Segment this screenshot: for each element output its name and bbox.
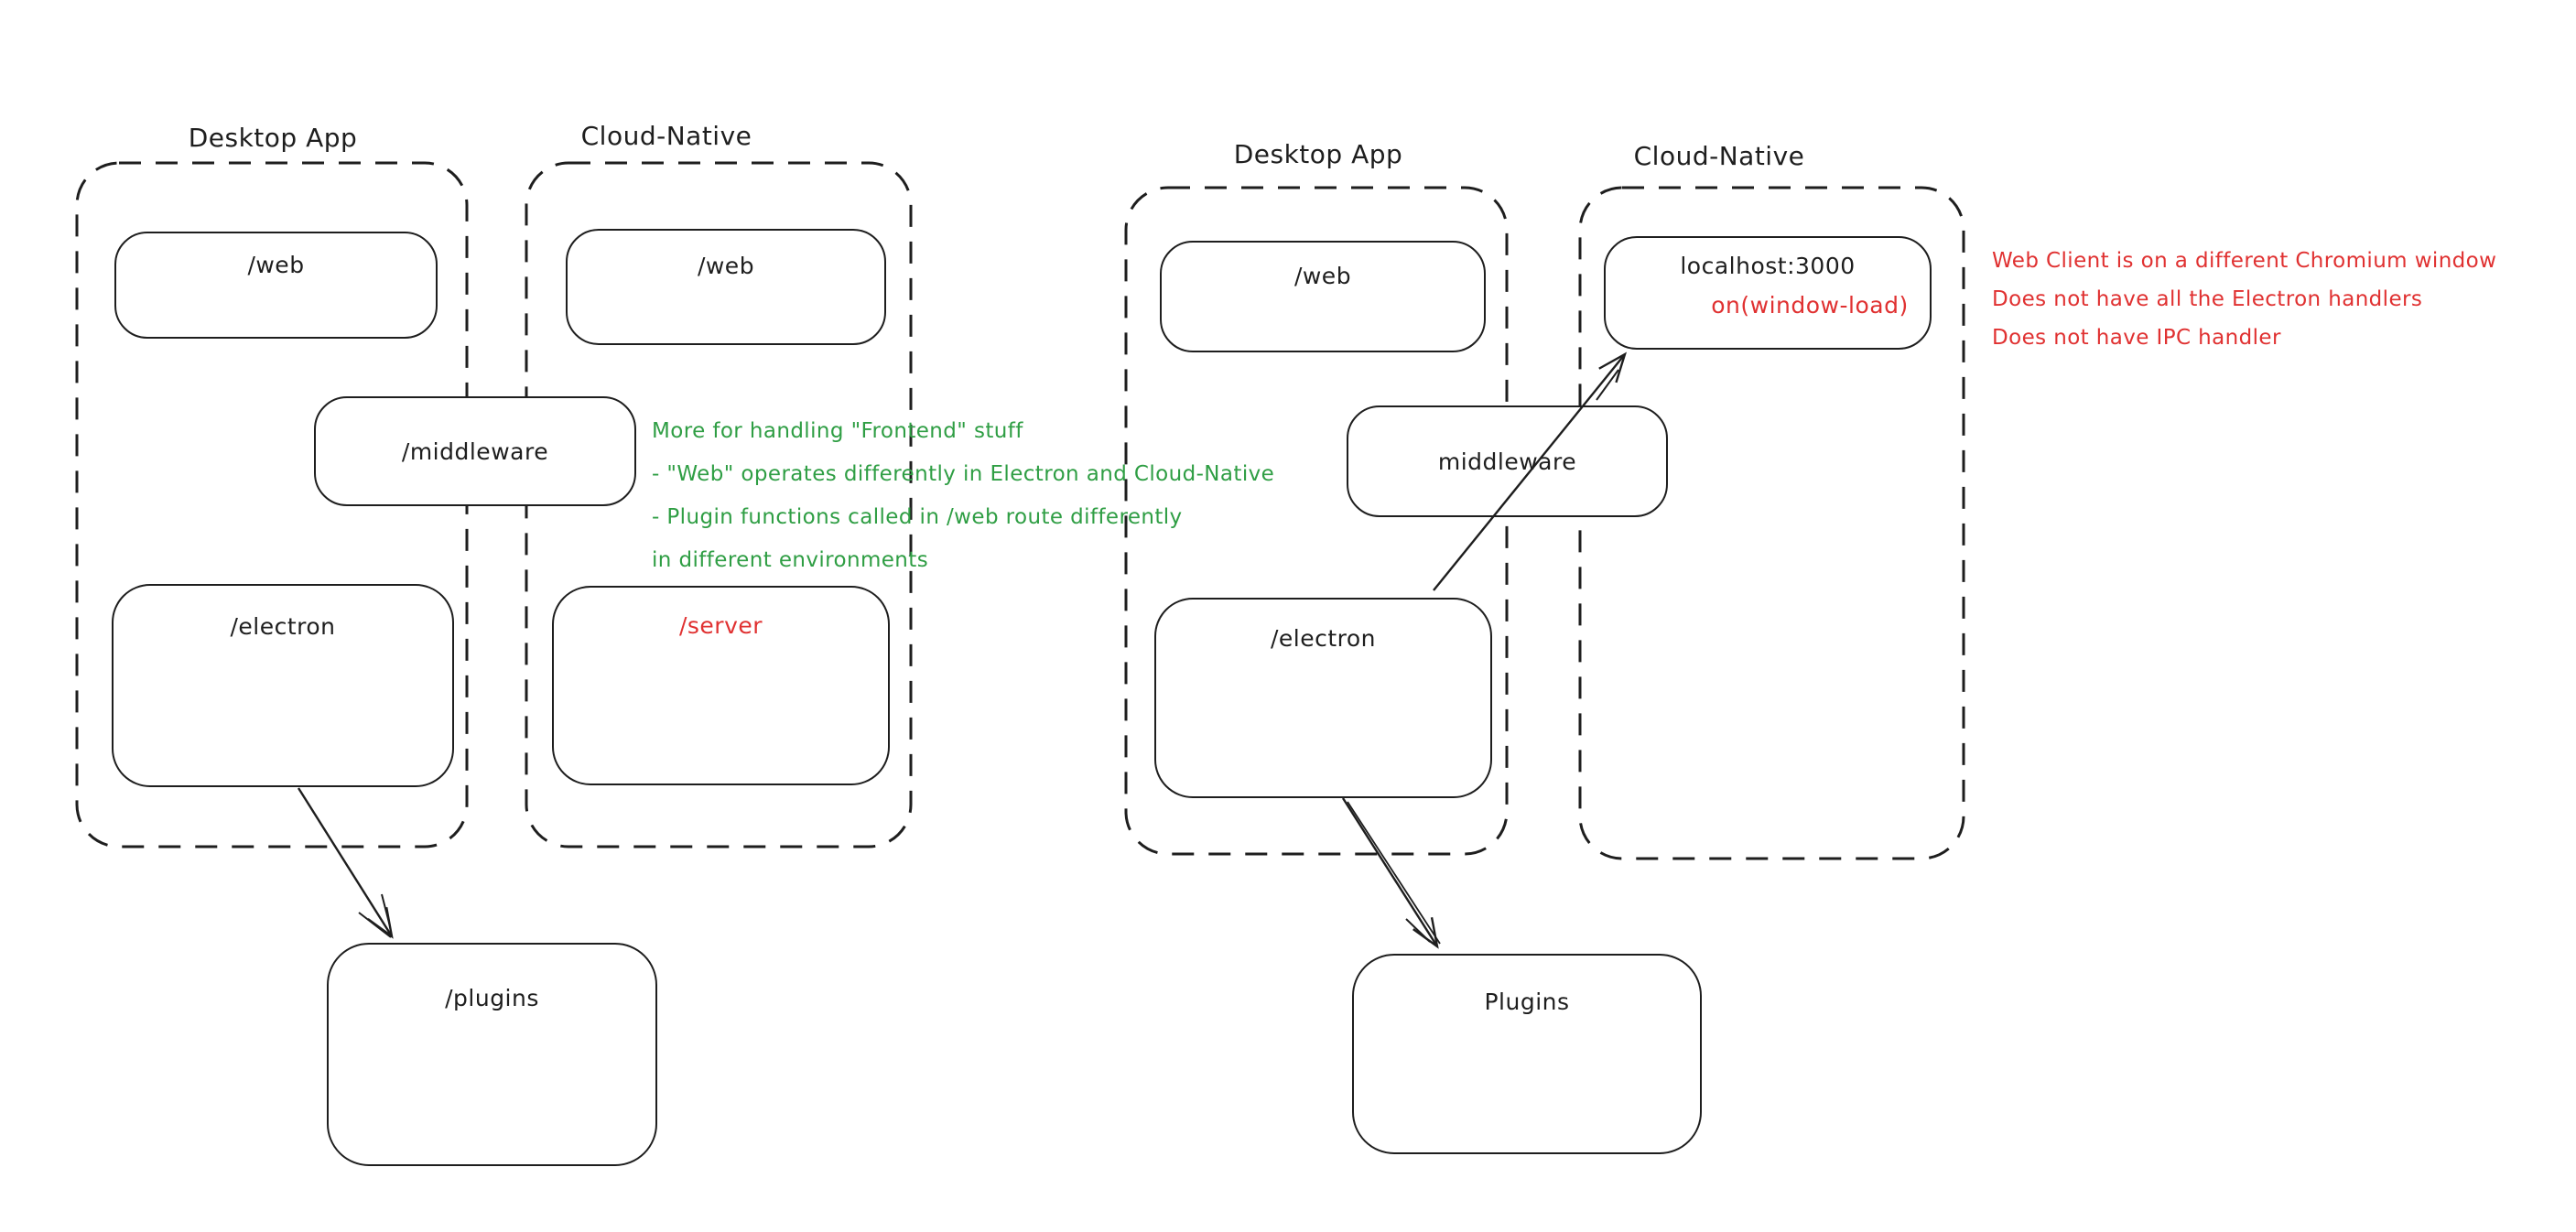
box-web-left-cloud-label: /web — [697, 253, 755, 279]
right-cloud-native-title: Cloud-Native — [1633, 141, 1805, 171]
red-annotation: Web Client is on a different Chromium wi… — [1992, 242, 2496, 357]
box-localhost-3000-label: localhost:3000 — [1680, 253, 1856, 279]
box-electron-right: /electron — [1154, 598, 1492, 798]
box-web-right-desktop-label: /web — [1293, 263, 1352, 289]
box-middleware-left-label: /middleware — [401, 438, 549, 465]
arrow-electron-to-localhost-sketch-stroke — [1596, 369, 1619, 401]
red-annotation-line: Web Client is on a different Chromium wi… — [1992, 249, 2497, 273]
box-electron-left-label: /electron — [230, 613, 336, 640]
box-electron-right-label: /electron — [1270, 625, 1377, 652]
arrow-electron-to-plugins-left — [297, 787, 394, 939]
red-annotation-line: Does not have IPC handler — [1992, 326, 2281, 350]
box-plugins-left-label: /plugins — [445, 985, 539, 1011]
green-annotation-line: - Plugin functions called in /web route … — [652, 505, 1183, 529]
left-cloud-native-title: Cloud-Native — [580, 121, 752, 151]
box-web-left-desktop-label: /web — [247, 252, 305, 278]
arrow-electron-to-plugins-right-sketch-stroke — [1347, 801, 1441, 945]
arrow-electron-to-plugins-left-sketch-stroke — [358, 912, 392, 938]
box-middleware-right-label: middleware — [1437, 448, 1577, 475]
box-server-left: /server — [552, 586, 890, 785]
green-annotation-line: - "Web" operates differently in Electron… — [652, 462, 1275, 486]
box-web-left-desktop: /web — [114, 232, 438, 339]
box-localhost-3000: localhost:3000 on(window-load) — [1604, 236, 1932, 350]
box-server-left-label: /server — [678, 612, 763, 639]
on-window-load-label: on(window-load) — [1711, 292, 1909, 319]
green-annotation: More for handling "Frontend" stuff - "We… — [652, 410, 1274, 582]
box-web-right-desktop: /web — [1160, 241, 1486, 352]
red-annotation-line: Does not have all the Electron handlers — [1992, 287, 2423, 311]
box-middleware-right: middleware — [1347, 405, 1668, 517]
right-desktop-app-title: Desktop App — [1233, 139, 1403, 169]
box-plugins-right: Plugins — [1352, 954, 1702, 1154]
arrow-electron-to-plugins-left-sketch-stroke — [381, 893, 391, 927]
left-desktop-app-title: Desktop App — [188, 123, 358, 153]
box-plugins-left: /plugins — [327, 943, 657, 1166]
green-annotation-line: in different environments — [652, 548, 929, 572]
box-web-left-cloud: /web — [566, 229, 886, 345]
arrow-electron-to-plugins-right-sketch-stroke — [1405, 918, 1431, 943]
box-middleware-left: /middleware — [314, 396, 636, 506]
box-plugins-right-label: Plugins — [1484, 989, 1570, 1015]
green-annotation-line: More for handling "Frontend" stuff — [652, 419, 1023, 443]
box-electron-left: /electron — [112, 584, 454, 787]
arrow-electron-to-plugins-right — [1341, 797, 1439, 949]
